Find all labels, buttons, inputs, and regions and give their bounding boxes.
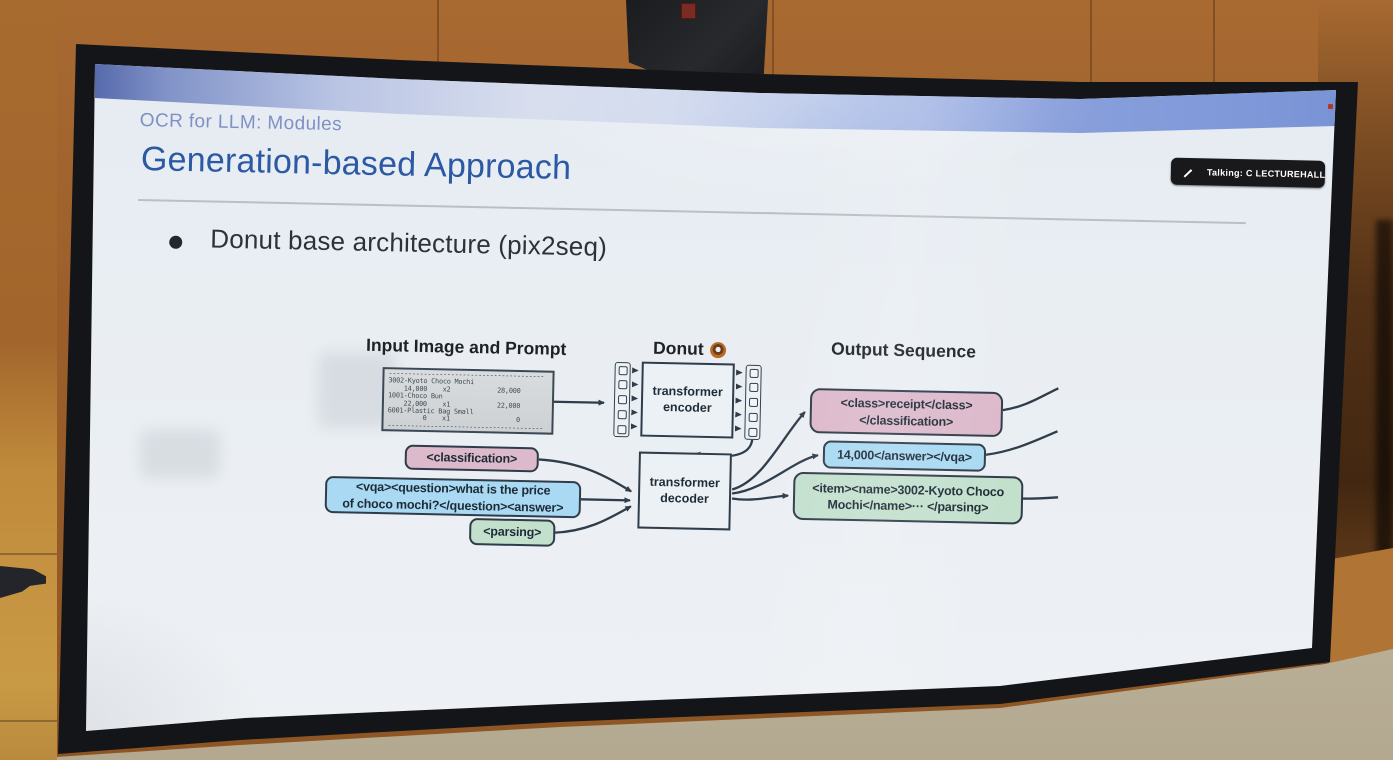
wood-panel-seam	[0, 720, 57, 722]
slide-title: Generation-based Approach	[140, 140, 572, 188]
patch-square	[616, 424, 627, 434]
bullet-dot	[169, 235, 183, 249]
patch-square	[617, 409, 627, 419]
speaker-label	[681, 3, 696, 19]
column-header-input: Input Image and Prompt	[365, 334, 567, 359]
output-box-vqa: 14,000</answer></vqa>	[822, 440, 987, 472]
wall-panel-seam	[1090, 0, 1092, 84]
patch-square	[749, 368, 759, 378]
patch-stack-left	[613, 361, 631, 438]
patch-square	[617, 380, 627, 390]
patch-square	[748, 412, 758, 422]
prompt-box-vqa: <vqa><question>what is the price of choc…	[324, 475, 582, 519]
record-dot	[1328, 104, 1333, 109]
bullet-text: Donut base architecture (pix2seq)	[210, 223, 608, 262]
output-box-classification: <class>receipt</class> </classification>	[809, 388, 1004, 438]
prompt-box-parsing: <parsing>	[468, 517, 556, 547]
patch-square	[617, 395, 627, 405]
left-wood-panel	[0, 0, 57, 760]
patch-square	[747, 427, 757, 437]
prompt-box-classification: <classification>	[404, 444, 540, 473]
patch-square	[748, 383, 758, 393]
transformer-encoder-box: transformer encoder	[640, 361, 735, 439]
receipt-image: ----------------------------------------…	[381, 367, 555, 435]
output-box-parsing: <item><name>3002-Kyoto Choco Mochi</name…	[792, 471, 1024, 525]
slide-kicker: OCR for LLM: Modules	[139, 110, 343, 136]
patch-square	[618, 365, 628, 375]
column-header-output: Output Sequence	[830, 338, 977, 362]
wood-panel-seam	[0, 553, 57, 555]
wall-panel-seam	[1213, 0, 1215, 86]
receipt-text: ----------------------------------------…	[387, 369, 545, 433]
patch-square	[748, 397, 758, 407]
wall-shadow	[1376, 220, 1393, 650]
chevron-up-icon	[1183, 168, 1193, 178]
patch-stack-right	[744, 364, 762, 441]
talking-badge-label: Talking: C LECTUREHALL	[1206, 166, 1326, 180]
talking-badge[interactable]: Talking: C LECTUREHALL	[1170, 157, 1326, 188]
title-divider	[138, 198, 1246, 225]
donut-icon	[709, 341, 726, 358]
model-name: Donut	[652, 337, 704, 359]
screen-smudge	[140, 430, 220, 478]
column-header-model: Donut	[653, 338, 726, 361]
wall-panel-seam	[437, 0, 439, 62]
transformer-decoder-box: transformer decoder	[637, 451, 732, 531]
wall-panel-seam	[772, 0, 774, 78]
ceiling-speaker	[626, 0, 768, 76]
